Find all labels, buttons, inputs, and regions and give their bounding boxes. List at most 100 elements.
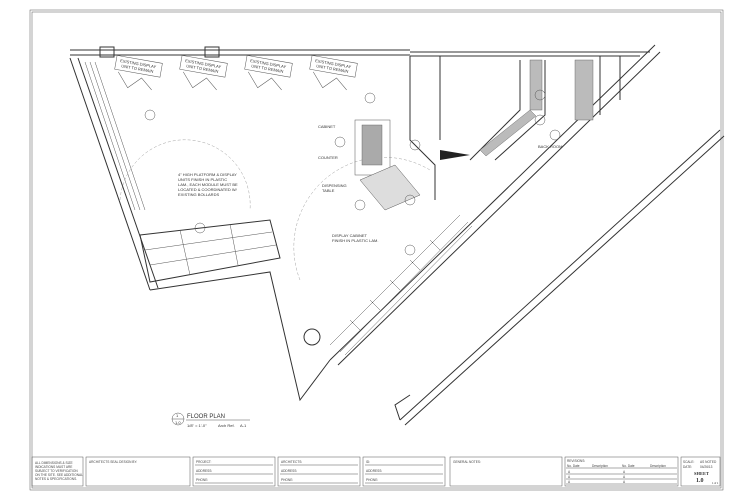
drawing-existing_units-1-text: UNIT TO REMAIN	[121, 63, 154, 74]
drawing-existing_units-1-text: UNIT TO REMAIN	[316, 63, 349, 74]
column	[204, 46, 220, 58]
drawing-dispensing_table-1-text: TABLE	[322, 188, 335, 193]
drawing-back_room-text: BACK ROOM	[538, 144, 562, 149]
drawing-linework	[31, 456, 84, 487]
dispensing-table	[359, 164, 421, 211]
north-wall	[70, 49, 410, 56]
title_block-revisions-marks-2-text: A	[568, 480, 571, 484]
drawing-linework	[404, 194, 416, 206]
view-markers	[144, 89, 561, 256]
back-room-counter	[469, 60, 546, 161]
drawing-linework	[114, 55, 163, 78]
view-title: 1 1.0 FLOOR PLAN 1/8" = 1'-0" Arch Ref. …	[171, 412, 250, 428]
title_block-scale_label-text: SCALE:	[683, 460, 694, 464]
title_block-id-address-text: ADDRESS:	[366, 469, 382, 473]
drawing-linework	[365, 464, 443, 484]
drawing-linework	[564, 456, 679, 487]
drawing-existing_units-0-text: EXISTING DISPLAY	[185, 58, 222, 69]
drawing-linework	[144, 109, 156, 121]
drawing-linework	[364, 92, 376, 104]
display-cabinet	[329, 214, 473, 356]
drawing-linework	[534, 89, 546, 101]
drawing-linework	[361, 124, 383, 166]
column-round	[303, 328, 321, 346]
title_block-revisions-marks-2-text: A	[623, 480, 626, 484]
title_block-architects-address-text: ADDRESS:	[281, 469, 297, 473]
drawing-linework	[277, 456, 361, 487]
south-wall	[149, 271, 331, 402]
drawing-linework	[409, 139, 421, 151]
partition-wall	[409, 56, 441, 200]
drawing-view_sheet-text: 1.0	[175, 420, 181, 425]
west-display-unit	[84, 61, 146, 211]
drawing-linework	[394, 394, 411, 421]
drawing-cabinet_note-0-text: DISPLAY CABINET	[332, 233, 368, 238]
title_block-sheet_count-text: 1 of 1	[712, 482, 719, 485]
title_block-general_notes-text: GENERAL NOTES:	[453, 460, 481, 464]
title_block-architects-title-text: ARCHITECTS:	[281, 460, 302, 464]
drawing-dispensing_table-0-text: DISPENSING	[322, 183, 347, 188]
drawing-linework	[349, 239, 441, 331]
title_block-notes-2-text: SUBJECT TO VERIFICATION	[35, 469, 78, 473]
title_block-scale_value-text: AS NOTED	[700, 460, 717, 464]
drawing-linework	[118, 71, 152, 91]
drawing-linework	[144, 223, 277, 276]
drawing-platform_note-0-text: 4" HIGH PLATFORM & DISPLAY	[178, 172, 237, 177]
title_block-revisions-marks-1-text: A	[568, 475, 571, 479]
title_block-revisions-title-text: REVISIONS:	[567, 459, 585, 463]
drawing-linework	[183, 71, 217, 91]
drawing-existing_units-0-text: EXISTING DISPLAY	[315, 58, 352, 69]
drawing-existing_units-0-text: EXISTING DISPLAY	[250, 58, 287, 69]
drawing-linework	[529, 59, 543, 111]
title_block-notes-0-text: ALL DIMENSIONS & SIZE	[35, 461, 73, 465]
title_block-revisions-col_description-text: Description	[650, 464, 666, 468]
drawing-linework	[362, 456, 446, 487]
drawing-linework	[449, 456, 563, 487]
drawing-linework	[334, 136, 346, 148]
drawing-view_scale-text: 1/8" = 1'-0"	[187, 423, 207, 428]
drawing-arch_ref_label-text: Arch Ref.	[218, 423, 235, 428]
drawing-existing_units-1-text: UNIT TO REMAIN	[251, 63, 284, 74]
drawing-linework	[119, 139, 431, 281]
drawing-linework	[599, 56, 621, 115]
title_block-sheet_label-text: SHEET	[694, 471, 709, 476]
title_block-project-title-text: PROJECT:	[196, 460, 212, 464]
drawing-linework	[534, 114, 546, 126]
sheet-border	[29, 9, 724, 491]
title_block-revisions-marks-0-text: A	[568, 470, 571, 474]
column	[99, 46, 115, 58]
title-block: ALL DIMENSIONS & SIZE INDICATIONS MUST A…	[31, 456, 721, 487]
drawing-platform_note-3-text: LOCATED & COORDINATED W/	[178, 187, 238, 192]
title_block-notes-1-text: INDICATIONS MUST ARE	[35, 465, 72, 469]
drawing-platform_note-1-text: UNITS FINISH IN PLASTIC	[178, 177, 227, 182]
title_block-revisions-col_description-text: Description	[592, 464, 608, 468]
drawing-linework	[195, 464, 273, 484]
drawing-linework	[194, 222, 206, 234]
drawing-linework	[479, 109, 537, 157]
drawing-linework	[566, 467, 677, 485]
sheet-inner-border	[31, 11, 722, 489]
east-diagonal-wall	[329, 44, 661, 366]
title_block-project-address-text: ADDRESS:	[196, 469, 212, 473]
title_block-project-phone-text: PHONE:	[196, 478, 208, 482]
drawing-linework	[309, 55, 358, 78]
drawing-linework	[179, 55, 228, 78]
title_block-id-title-text: ID:	[366, 460, 370, 464]
title_block-architects-phone-text: PHONE:	[281, 478, 293, 482]
drawing-linework	[85, 456, 191, 487]
title_block-revisions-col_no_date-text: No. Date	[567, 464, 580, 468]
drawing-linework	[244, 55, 293, 78]
drawing-linework	[192, 456, 276, 487]
platform	[139, 219, 281, 283]
drawing-linework	[280, 464, 358, 484]
title_block-revisions-col_no_date-text: No. Date	[622, 464, 635, 468]
title_block-notes-3-text: ON THE SITE. SEE ADDITIONAL	[35, 473, 83, 477]
drawing-linework	[549, 129, 561, 141]
